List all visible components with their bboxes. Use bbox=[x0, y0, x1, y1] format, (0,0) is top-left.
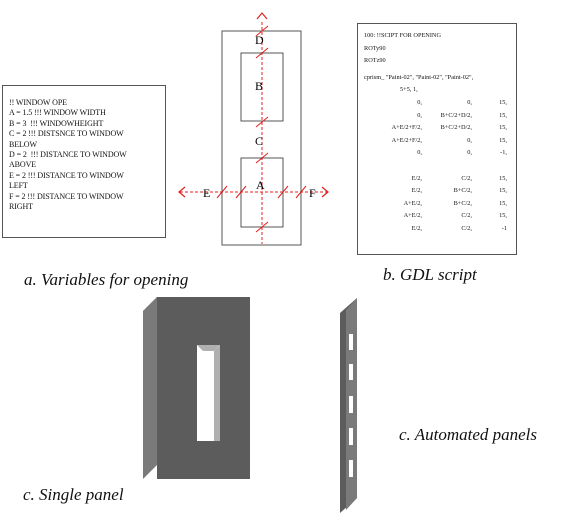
gdl-row: A+E/2+F/2, 0, 15, bbox=[364, 135, 516, 148]
gdl-row: A+E/2+F/2, B+C/2+D/2, 15, bbox=[364, 122, 516, 135]
caption-gdl-script: b. GDL script bbox=[383, 265, 477, 284]
arrow-right-icon bbox=[321, 186, 329, 198]
gdl-row: E/2, B+C/2, 15, bbox=[364, 185, 516, 198]
label-e: E bbox=[203, 186, 210, 200]
gdl-cell: A+E/2+F/2, bbox=[391, 124, 422, 132]
gdl-cell: E/2, bbox=[411, 187, 422, 195]
gdl-cell: C/2, bbox=[461, 224, 472, 232]
gdl-cell: -1, bbox=[500, 149, 507, 157]
gdl-cell: 15, bbox=[499, 212, 507, 220]
variable-line: !! WINDOW OPE bbox=[9, 98, 67, 107]
arrow-left-icon bbox=[178, 186, 186, 198]
gdl-cell: 0, bbox=[417, 149, 422, 157]
gdl-row: 0, 0, 15, bbox=[364, 97, 516, 110]
gdl-cell: B+C/2+D/2, bbox=[440, 124, 472, 132]
gdl-header-line: ROTy90 bbox=[364, 44, 386, 52]
gdl-cell: A+E/2, bbox=[403, 212, 422, 220]
gdl-coordinate-rows: 0, 0, 15, 0, B+C/2+D/2, 15, A+E/2+F/2, B+C/2+D/… bbox=[364, 97, 516, 236]
caption-automated-panels: c. Automated panels bbox=[399, 425, 538, 444]
variable-line: RIGHT bbox=[9, 202, 33, 212]
gdl-cell: C/2, bbox=[461, 212, 472, 220]
automated-panel-opening bbox=[349, 396, 353, 413]
gdl-count-line: 5+5, 1, bbox=[400, 86, 418, 94]
automated-panel-opening bbox=[349, 460, 353, 477]
panel-opening-side-reveal bbox=[214, 345, 220, 441]
gdl-prism-line: cprism_ "Paint-02", "Paint-02", "Paint-0… bbox=[364, 73, 474, 81]
gdl-cell: B+C/2+D/2, bbox=[440, 111, 472, 119]
gdl-cell: 15, bbox=[499, 124, 507, 132]
automated-panel-opening bbox=[349, 428, 353, 445]
gdl-cell: 15, bbox=[499, 199, 507, 207]
gdl-row: E/2, C/2, -1 bbox=[364, 223, 516, 236]
gdl-cell: -1 bbox=[501, 224, 507, 232]
arrow-up-icon bbox=[256, 12, 268, 20]
gdl-cell: 15, bbox=[499, 98, 507, 106]
caption-variables: a. Variables for opening bbox=[24, 270, 189, 289]
automated-panel-openings bbox=[349, 334, 353, 477]
gdl-cell: E/2, bbox=[411, 174, 422, 182]
gdl-header-line: ROTz90 bbox=[364, 57, 386, 65]
dimension-ticks bbox=[216, 25, 307, 233]
gdl-cell: 0, bbox=[467, 136, 472, 144]
automated-panel-opening bbox=[349, 364, 353, 380]
gdl-row: A+E/2, B+C/2, 15, bbox=[364, 198, 516, 211]
label-b: B bbox=[255, 79, 263, 93]
gdl-cell: 15, bbox=[499, 187, 507, 195]
gdl-cell: 15, bbox=[499, 111, 507, 119]
gdl-row: 0, 0, -1, bbox=[364, 147, 516, 160]
gdl-row: E/2, C/2, 15, bbox=[364, 173, 516, 186]
gdl-cell: E/2, bbox=[411, 224, 422, 232]
automated-panel-opening bbox=[349, 334, 353, 350]
gdl-cell: 0, bbox=[417, 111, 422, 119]
gdl-cell: B+C/2, bbox=[453, 199, 472, 207]
gdl-cell: 15, bbox=[499, 136, 507, 144]
gdl-header-line: 100: !!SCIPT FOR OPENING bbox=[364, 32, 442, 39]
variable-line: E = 2 !!! DISTANCE TO WINDOW bbox=[9, 170, 124, 180]
variable-line: BELOW bbox=[9, 139, 37, 149]
gdl-row: A+E/2, C/2, 15, bbox=[364, 210, 516, 223]
variable-line: B = 3 !!! WINDOWHEIGHT bbox=[9, 118, 104, 128]
variable-line: F = 2 !!! DISTANCE TO WINDOW bbox=[9, 191, 124, 201]
gdl-cell: A+E/2+F/2, bbox=[391, 136, 422, 144]
variable-line: C = 2 !!! DISTSNCE TO WINDOW bbox=[9, 129, 124, 139]
label-f: F bbox=[309, 186, 316, 200]
gdl-row: 0, B+C/2+D/2, 15, bbox=[364, 110, 516, 123]
gdl-cell: 0, bbox=[467, 98, 472, 106]
variable-line: D = 2 !!! DISTANCE TO WINDOW bbox=[9, 150, 127, 160]
caption-single-panel: c. Single panel bbox=[23, 485, 124, 504]
label-a: A bbox=[256, 178, 265, 192]
gdl-cell: 0, bbox=[467, 149, 472, 157]
label-c: C bbox=[255, 134, 263, 148]
gdl-cell: A+E/2, bbox=[403, 199, 422, 207]
panel-opening-top-reveal bbox=[197, 345, 220, 351]
label-d: D bbox=[255, 33, 264, 47]
gdl-cell: B+C/2, bbox=[453, 187, 472, 195]
gdl-cell: 0, bbox=[417, 98, 422, 106]
gdl-cell: 15, bbox=[499, 174, 507, 182]
variable-line: A = 1.5 !!! WINDOW WIDTH bbox=[9, 108, 106, 118]
gdl-cell: C/2, bbox=[461, 174, 472, 182]
panel-side-face bbox=[143, 297, 157, 479]
variable-line: ABOVE bbox=[9, 160, 37, 170]
variable-line: LEFT bbox=[9, 181, 28, 191]
